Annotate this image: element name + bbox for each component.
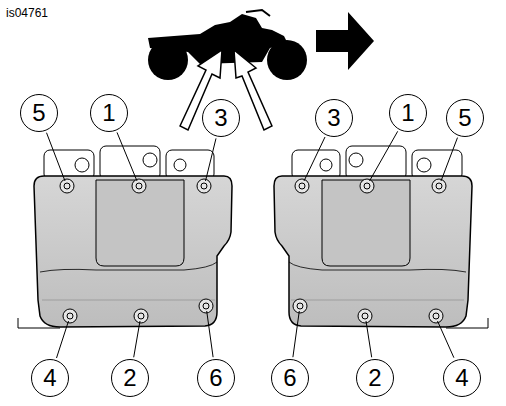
- callout-number: 3: [202, 99, 240, 137]
- callout-text: 5: [458, 106, 471, 130]
- cover-right: [274, 146, 488, 328]
- callout-number: 1: [90, 94, 128, 132]
- callout-number: 5: [446, 99, 484, 137]
- callout-number: 1: [389, 94, 427, 132]
- callout-text: 2: [368, 366, 381, 390]
- callout-number: 4: [31, 359, 69, 397]
- leader-lines: [47, 131, 458, 358]
- callout-number: 5: [20, 94, 58, 132]
- callout-text: 2: [123, 366, 136, 390]
- callout-number: 6: [271, 359, 309, 397]
- callout-text: 4: [455, 366, 468, 390]
- cover-left: [18, 146, 232, 328]
- callout-number: 6: [197, 359, 235, 397]
- callout-text: 5: [32, 101, 45, 125]
- callout-text: 6: [283, 366, 296, 390]
- callout-number: 2: [356, 359, 394, 397]
- direction-arrow: [316, 12, 374, 70]
- callout-text: 1: [401, 101, 414, 125]
- callout-number: 3: [315, 99, 353, 137]
- callout-text: 1: [102, 101, 115, 125]
- callout-text: 3: [214, 106, 227, 130]
- figure-id: is04761: [6, 6, 48, 20]
- callout-number: 4: [443, 359, 481, 397]
- callout-text: 6: [209, 366, 222, 390]
- callout-text: 3: [327, 106, 340, 130]
- callout-number: 2: [111, 359, 149, 397]
- callout-text: 4: [43, 366, 56, 390]
- motorcycle-icon: [148, 10, 307, 80]
